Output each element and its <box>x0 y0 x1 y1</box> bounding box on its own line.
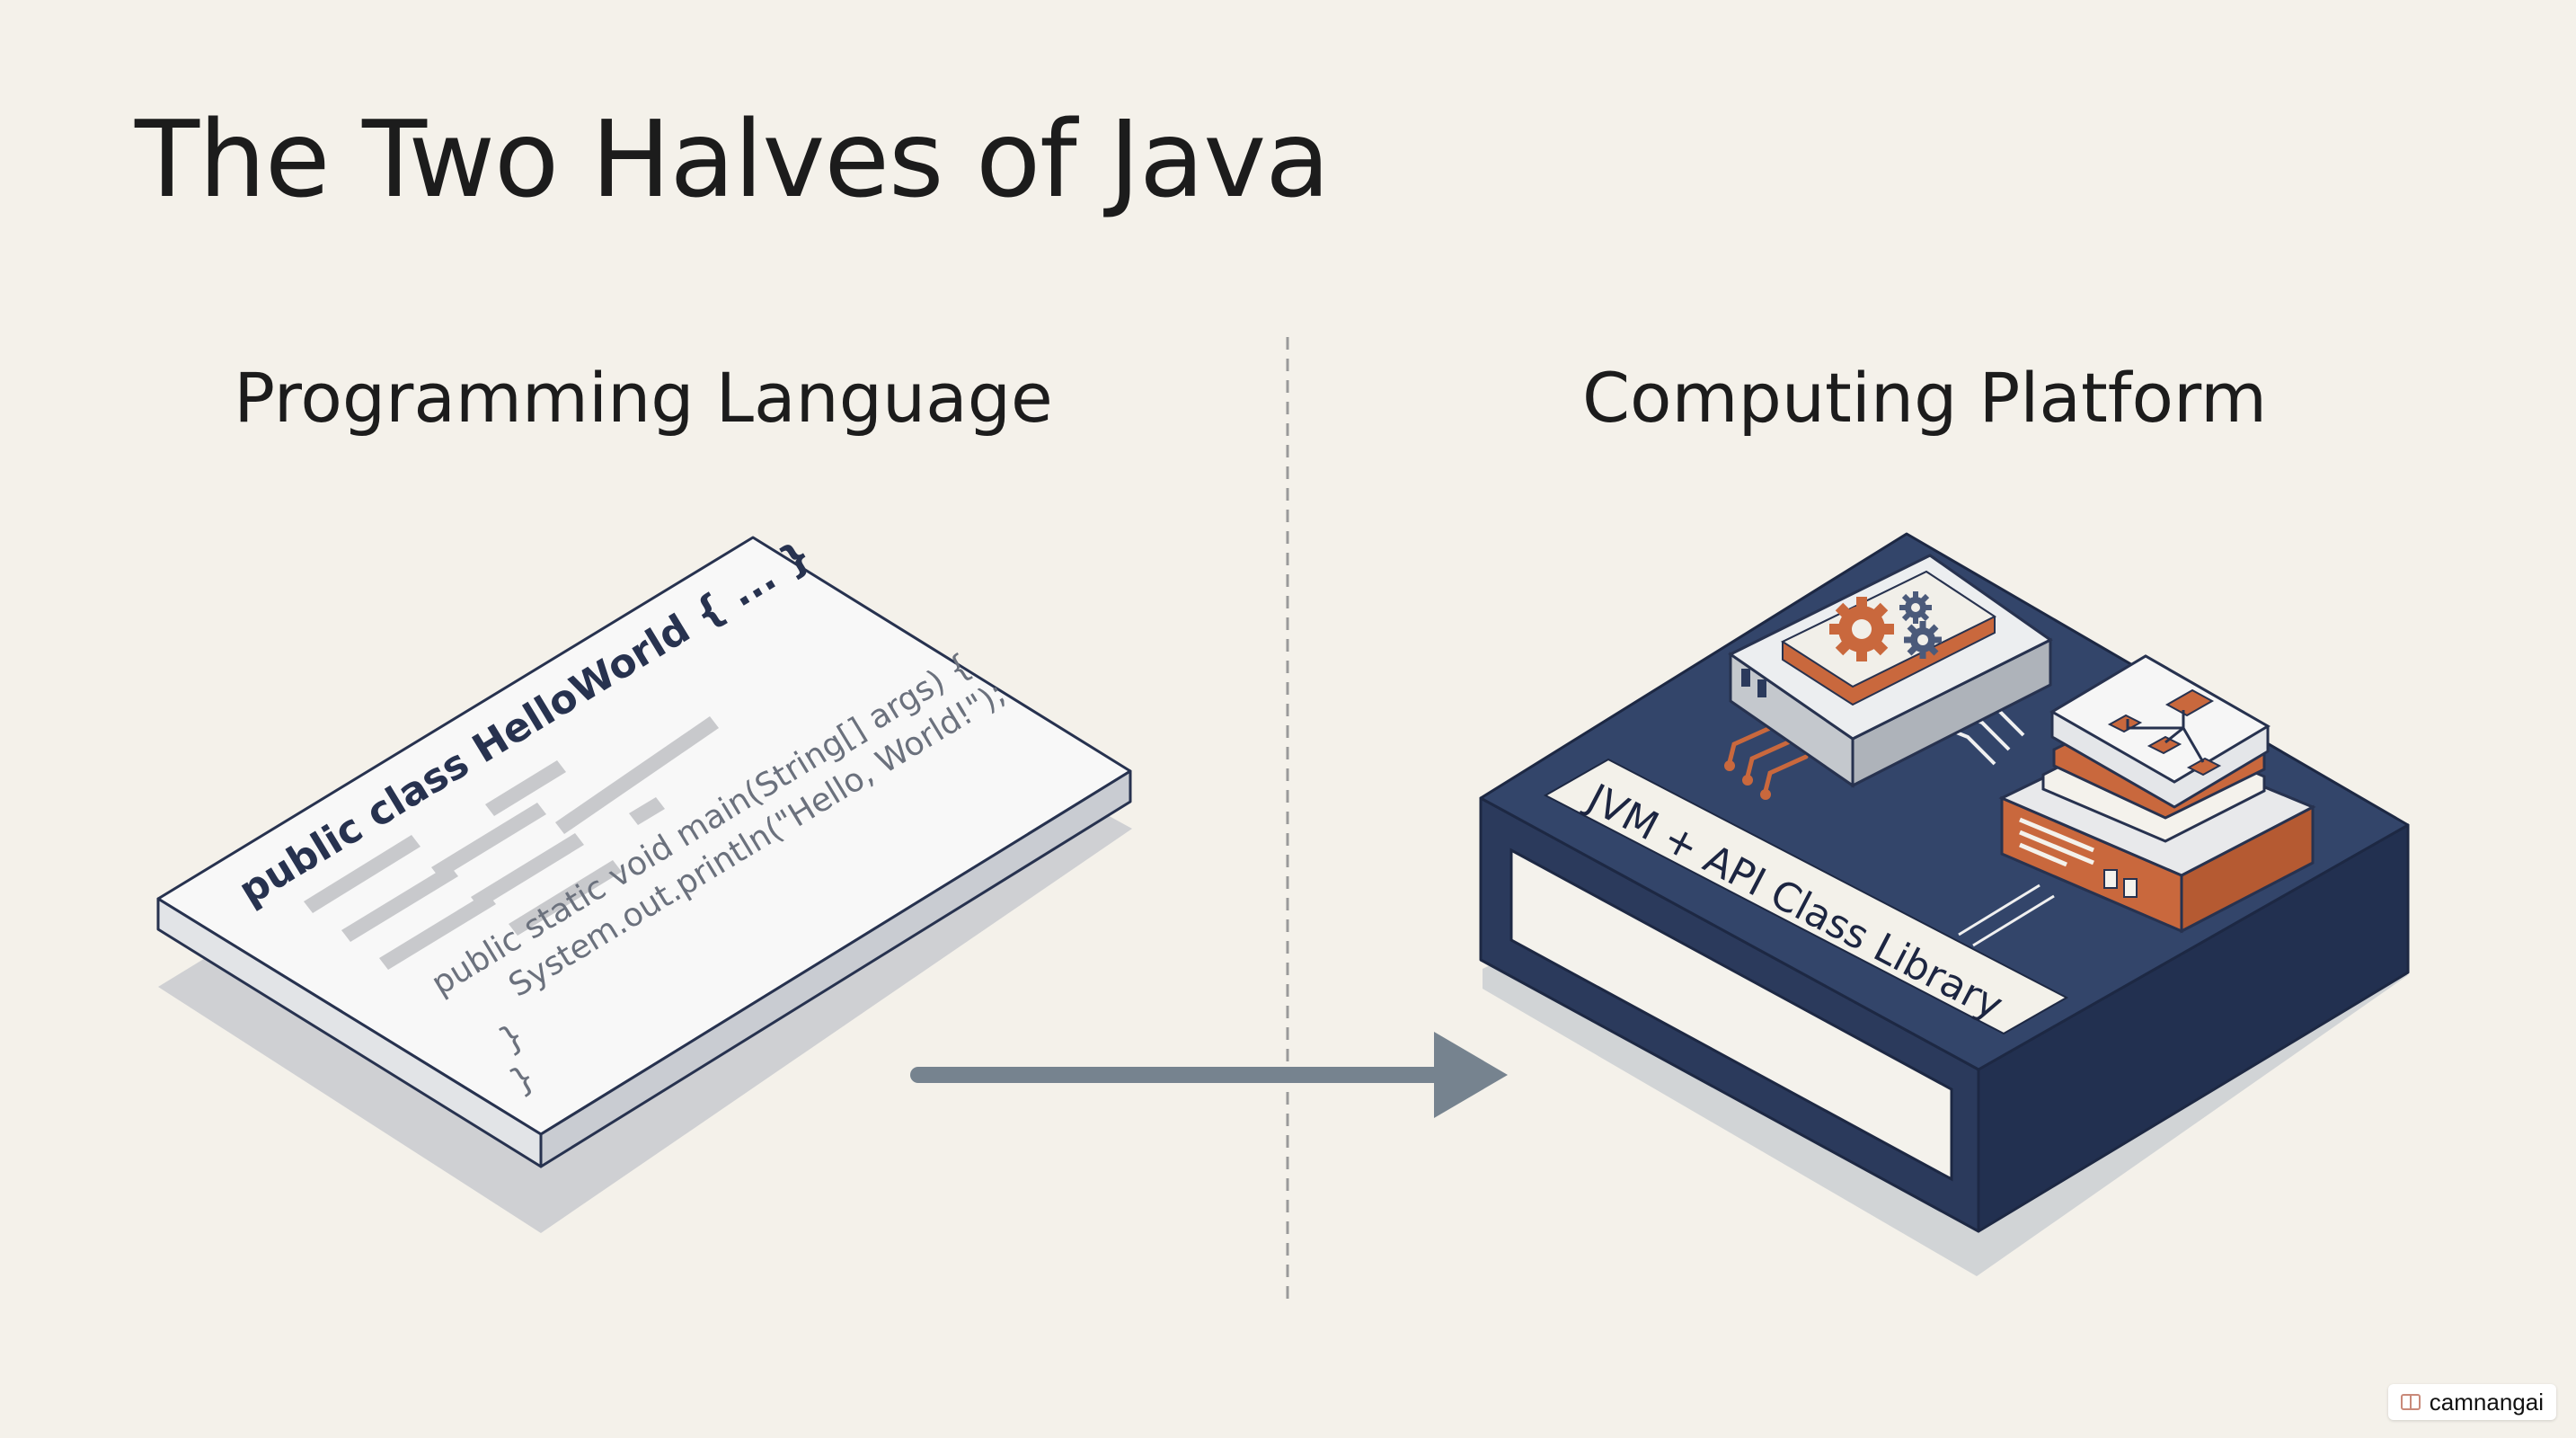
library-module <box>1998 654 2316 934</box>
code-card: public class HelloWorld { ... } public s… <box>156 532 1132 1233</box>
circuit-traces <box>1727 725 1809 794</box>
label-strip <box>1543 758 2069 1035</box>
bus-lines <box>1958 883 2055 947</box>
front-panel-slot <box>1509 848 1953 1182</box>
programming-language-heading: Programming Language <box>234 358 1053 438</box>
watermark-badge: camnangai <box>2387 1384 2556 1420</box>
computing-platform-heading: Computing Platform <box>1581 358 2267 438</box>
processor-chip <box>1728 554 2053 788</box>
page-title: The Two Halves of Java <box>135 97 1330 221</box>
gear-icon <box>1829 597 1894 661</box>
placeholder-code-lines <box>304 716 719 970</box>
arrow-right-icon <box>910 1032 1508 1118</box>
book-icon <box>2400 1394 2421 1410</box>
gear-icon <box>1904 621 1942 659</box>
watermark-text: camnangai <box>2429 1388 2544 1416</box>
gear-icon <box>1899 591 1932 624</box>
hierarchy-icon <box>2107 688 2222 777</box>
